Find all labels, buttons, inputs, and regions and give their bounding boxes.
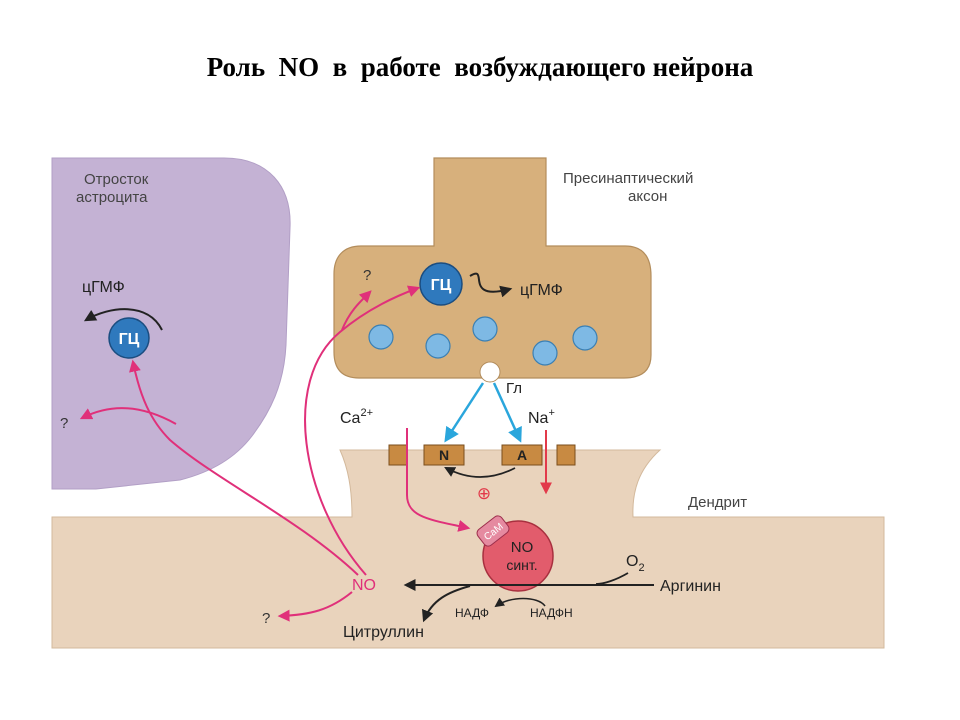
calcium-flow-arrow: [406, 428, 471, 532]
citrulline-arrow: [422, 585, 471, 623]
citrulline-label: Цитруллин: [343, 624, 424, 641]
astrocyte-label-line1: Отросток: [84, 171, 149, 188]
astrocyte-gc-arrow: [83, 308, 163, 331]
astrocyte-gc-label: ГЦ: [119, 331, 140, 348]
slide-title: Роль NO в работе возбуждающего нейрона: [206, 52, 754, 82]
axon-label-line2: аксон: [628, 188, 667, 205]
nadph-label: НАДФН: [530, 606, 573, 620]
no-label: NO: [352, 577, 376, 594]
synthase-label-line1: NO: [511, 539, 534, 556]
no-to-astrocyte-question-arrow: [79, 407, 177, 425]
oxygen-arrow: [595, 572, 629, 585]
axon-cgmp-label: цГМФ: [520, 282, 563, 299]
membrane-channel-right: [556, 444, 576, 466]
question-mark-dendrite: ?: [262, 610, 270, 627]
axon-gc-label: ГЦ: [431, 277, 452, 294]
nadp-label: НАДФ: [455, 606, 489, 620]
calcium-charge: 2+: [360, 407, 373, 419]
glutamate-arrow-n: [444, 382, 485, 443]
vesicle: [368, 324, 394, 350]
oxygen-label: O2: [626, 553, 645, 574]
calcium-label: Ca2+: [340, 407, 373, 427]
dendrite-shape: [51, 449, 885, 649]
vesicle: [472, 316, 498, 342]
vesicle: [572, 325, 598, 351]
dendrite-label: Дендрит: [688, 494, 747, 511]
axon-shape: [333, 157, 652, 379]
axon-gc-arrow: [469, 272, 513, 298]
astrocyte-gc-circle: [108, 317, 150, 359]
vesicle: [425, 333, 451, 359]
sodium-charge: +: [548, 407, 554, 419]
vesicle: [532, 340, 558, 366]
oxygen-subscript: 2: [638, 562, 644, 574]
membrane-channel-left: [388, 444, 408, 466]
arginine-label: Аргинин: [660, 578, 721, 595]
sodium-label: Na+: [528, 407, 555, 427]
no-to-axon-question-arrow: [341, 290, 372, 331]
calmodulin-tag: CaM: [476, 515, 510, 547]
no-synthase: [482, 520, 554, 592]
nmda-receptor: [423, 444, 465, 466]
receptor-n-label: N: [439, 447, 449, 463]
axon-label-line1: Пресинаптический: [563, 170, 693, 187]
ampa-receptor: [501, 444, 543, 466]
glutamate-label: Гл: [506, 380, 522, 397]
astrocyte-shape: [51, 157, 291, 490]
question-mark-axon: ?: [363, 267, 371, 284]
plus-symbol: ⊕: [477, 484, 491, 503]
release-pore: [479, 361, 501, 383]
question-mark-astrocyte: ?: [60, 415, 68, 432]
glutamate-arrow-a: [492, 382, 522, 443]
no-to-axon-gc-arrow: [304, 285, 421, 576]
receptor-a-label: A: [517, 447, 527, 463]
axon-gc-circle: [419, 262, 463, 306]
astrocyte-cgmp-label: цГМФ: [82, 279, 125, 296]
astrocyte-label-line2: астроцита: [76, 189, 148, 206]
no-to-dendrite-question-arrow: [277, 591, 353, 622]
nadph-to-nadp-arrow: [494, 597, 546, 608]
depolarization-arrow: [444, 466, 516, 478]
synthase-label-line2: синт.: [506, 557, 537, 573]
no-to-astrocyte-gc-arrow: [129, 359, 359, 576]
